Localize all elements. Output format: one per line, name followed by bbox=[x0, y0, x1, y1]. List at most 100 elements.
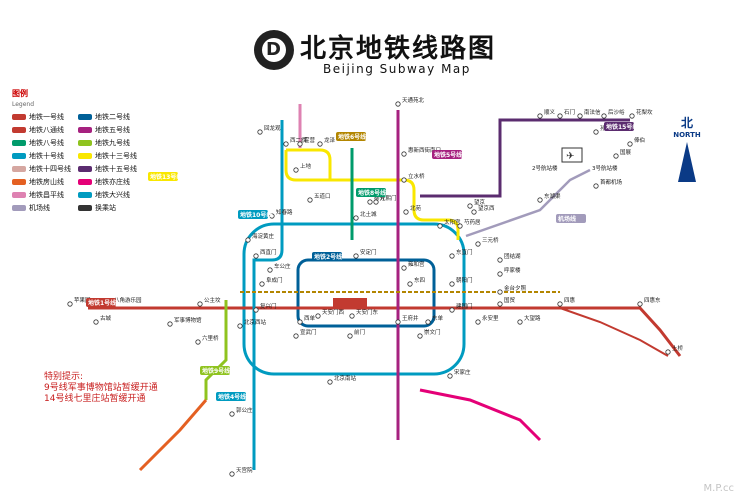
station-label: 天安门东 bbox=[356, 308, 379, 316]
legend-item: 地铁十三号线 bbox=[78, 151, 138, 161]
legend-item: 地铁大兴线 bbox=[78, 190, 138, 200]
station-label: 西二旗 bbox=[290, 136, 307, 144]
line-4 bbox=[252, 120, 284, 470]
notice-line-1: 9号线军事博物馆站暂缓开通 bbox=[44, 383, 158, 393]
station-dot bbox=[593, 183, 599, 189]
subway-logo-icon: D bbox=[254, 30, 294, 70]
station-label: 王府井 bbox=[402, 314, 419, 322]
legend-item: 地铁亦庄线 bbox=[78, 177, 138, 187]
legend-label: 换乘站 bbox=[95, 204, 116, 212]
watermark: M.P.cc bbox=[703, 483, 734, 494]
station-dot bbox=[367, 199, 373, 205]
north-arrow-icon bbox=[678, 142, 696, 182]
line-tag-label: 机场线 bbox=[558, 215, 576, 223]
station-dot bbox=[195, 339, 201, 345]
station-label: 望京 bbox=[474, 198, 486, 206]
station-dot bbox=[449, 307, 455, 313]
station-dot bbox=[307, 197, 313, 203]
station-dot bbox=[259, 281, 265, 287]
map-title-cn: 北京地铁线路图 bbox=[300, 34, 497, 64]
station-label: 公主坟 bbox=[204, 296, 221, 304]
legend-swatch bbox=[78, 192, 92, 198]
line-fangshan bbox=[138, 399, 208, 472]
station-label: 军事博物馆 bbox=[174, 316, 202, 324]
legend-swatch bbox=[12, 205, 26, 211]
legend-label: 地铁二号线 bbox=[95, 113, 130, 121]
legend-label: 地铁亦庄线 bbox=[95, 178, 130, 186]
station-label: 首都机场 bbox=[600, 178, 623, 186]
station-dot bbox=[467, 203, 473, 209]
legend-label: 地铁十三号线 bbox=[95, 152, 137, 160]
station-label: 大望路 bbox=[524, 314, 541, 322]
legend-label: 机场线 bbox=[29, 204, 50, 212]
legend-item: 换乘站 bbox=[78, 203, 138, 213]
line-tag: 地铁2号线 bbox=[312, 252, 342, 261]
station-label: 前门 bbox=[354, 328, 365, 336]
station-label: 三元桥 bbox=[482, 236, 499, 244]
station-label: 阜成门 bbox=[266, 276, 283, 284]
station-dot bbox=[449, 281, 455, 287]
station-dot bbox=[269, 213, 275, 219]
legend-label: 地铁九号线 bbox=[95, 139, 130, 147]
legend-swatch bbox=[78, 205, 92, 211]
legend-swatch bbox=[78, 179, 92, 185]
station-dot bbox=[401, 151, 407, 157]
legend-swatch bbox=[78, 166, 92, 172]
legend-item: 地铁五号线 bbox=[78, 125, 138, 135]
legend-swatch bbox=[78, 114, 92, 120]
legend-subtitle: Legend bbox=[12, 101, 35, 108]
station-dot bbox=[665, 349, 671, 355]
line-tag-label: 地铁6号线 bbox=[338, 133, 366, 141]
legend-label: 地铁十号线 bbox=[29, 152, 64, 160]
station-label: 太阳宫 bbox=[444, 218, 461, 226]
legend-swatch bbox=[12, 153, 26, 159]
station-label: 东湖渠 bbox=[544, 192, 561, 200]
station-label: 顺义 bbox=[544, 109, 556, 116]
station-dot bbox=[67, 301, 73, 307]
station-label: 团结湖 bbox=[504, 252, 521, 260]
station-dot bbox=[373, 199, 379, 205]
station-dot bbox=[257, 129, 263, 135]
station-label: 八角游乐园 bbox=[114, 296, 142, 304]
station-label: 惠新西街南口 bbox=[408, 146, 441, 154]
station-dot bbox=[297, 141, 303, 147]
line-tag-label: 地铁15号线 bbox=[606, 123, 638, 131]
line-10-loop bbox=[242, 222, 466, 376]
station-label: 光熙门 bbox=[380, 194, 397, 202]
station-label: 俸伯 bbox=[634, 136, 645, 144]
line-yizhuang bbox=[419, 388, 542, 442]
station-dot bbox=[317, 141, 323, 147]
station-dot bbox=[537, 197, 543, 203]
legend-title: 图例 bbox=[12, 89, 28, 98]
station-label: 天安门西 bbox=[322, 308, 345, 316]
station-dot bbox=[497, 257, 503, 263]
station-dot bbox=[613, 153, 619, 159]
station-dot bbox=[237, 323, 243, 329]
airport-t3-label: 3号航站楼 bbox=[592, 164, 618, 172]
line-15 bbox=[420, 118, 630, 198]
station-dot bbox=[537, 113, 543, 119]
legend-label: 地铁八通线 bbox=[29, 126, 64, 134]
line-tag-label: 地铁5号线 bbox=[434, 151, 462, 159]
station-dot bbox=[401, 177, 407, 183]
station-dot bbox=[475, 241, 481, 247]
station-dot bbox=[353, 253, 359, 259]
line-tag: 地铁8号线 bbox=[356, 188, 386, 197]
station-dot bbox=[347, 333, 353, 339]
station-label: 宋家庄 bbox=[454, 368, 471, 376]
line-tag: 地铁9号线 bbox=[200, 366, 230, 375]
legend-item: 地铁二号线 bbox=[78, 112, 138, 122]
station-label: 西直门 bbox=[260, 248, 277, 256]
station-label: 五道口 bbox=[314, 192, 331, 200]
station-label: 车公庄 bbox=[274, 262, 291, 270]
line-tag: 地铁5号线 bbox=[432, 150, 462, 159]
station-label: 南法信 bbox=[584, 108, 601, 116]
station-label: 北京南站 bbox=[334, 374, 357, 382]
station-label: 安定门 bbox=[360, 248, 377, 256]
legend-swatch bbox=[12, 166, 26, 172]
station-dot bbox=[293, 333, 299, 339]
station-label: 复兴门 bbox=[260, 302, 277, 310]
line-13-b bbox=[286, 148, 332, 180]
station-label: 北土城 bbox=[360, 210, 377, 218]
